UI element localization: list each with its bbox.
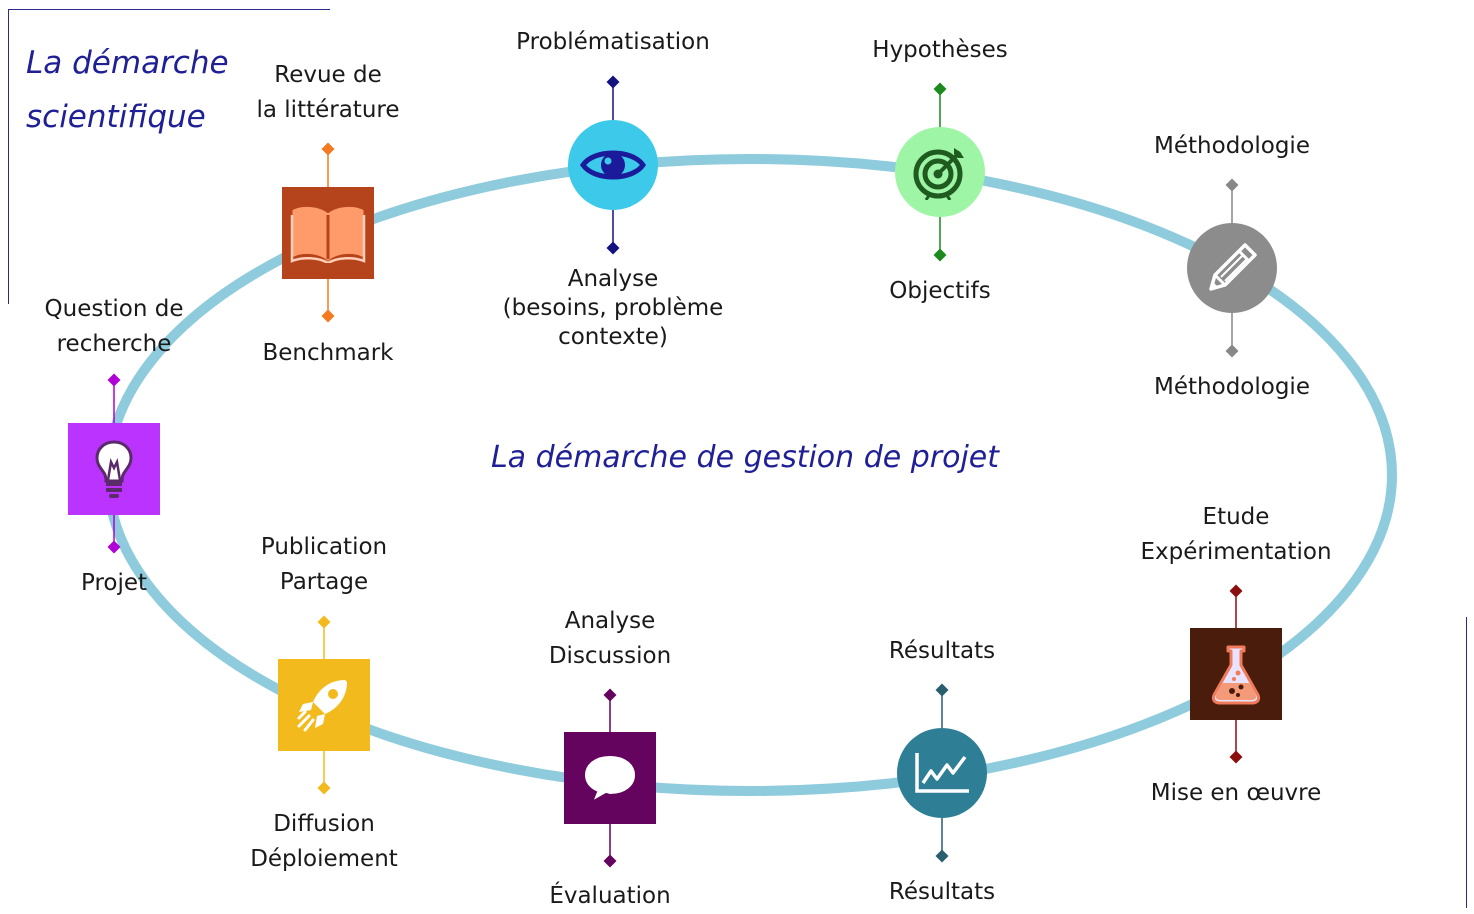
publication-node [278,659,370,751]
hypotheses-bottom-diamond [933,248,947,262]
problematisation-bottom-diamond [606,241,620,255]
resultats-node [897,728,987,818]
target-icon [912,144,968,200]
resultats-bottom-label-line: Résultats [888,879,996,905]
etude-bottom-label: Mise en œuvre [1151,776,1322,811]
flask-icon [1208,643,1264,705]
rocket-icon [295,676,353,734]
revue-top-label: Revue de la littérature [256,58,399,128]
frame-left-edge [8,9,9,304]
etude-top-label-line: Etude [1202,504,1270,530]
methodologie-bottom-label-line: Méthodologie [1154,374,1310,400]
hypotheses-top-diamond [933,82,947,96]
revue-node [282,187,374,279]
projet-top-label: Question de recherche [45,292,184,362]
analyse-top-diamond [603,688,617,702]
title-line-2: scientifique [26,99,206,135]
methodologie-node [1187,223,1277,313]
problematisation-top-label-line: Problématisation [516,29,710,55]
revue-top-label-line: Revue de [274,62,382,88]
title-line-1: La démarche [26,45,229,81]
diagram-title: La démarche scientifique [26,36,326,144]
revue-bottom-label-line: Benchmark [262,340,394,366]
publication-bottom-label-line: Diffusion [273,811,375,837]
revue-bottom-diamond [321,309,335,323]
methodologie-top-diamond [1225,178,1239,192]
projet-node [68,423,160,515]
problematisation-bottom-label: Analyse (besoins, problème contexte) [503,265,724,352]
etude-top-label-line: Expérimentation [1140,539,1332,565]
analyse-bottom-diamond [603,854,617,868]
resultats-bottom-label: Résultats [889,875,995,910]
publication-top-label-line: Publication [260,534,388,560]
methodologie-top-label-line: Méthodologie [1154,133,1310,159]
etude-bottom-label-line: Mise en œuvre [1150,780,1322,806]
methodologie-bottom-label: Méthodologie [1154,370,1310,405]
revue-top-label-line: la littérature [256,97,400,123]
analyse-bottom-label: Évaluation [549,879,670,914]
lightbulb-icon [91,438,137,500]
resultats-top-diamond [935,683,949,697]
publication-bottom-diamond [317,781,331,795]
line-chart-icon [913,751,971,795]
methodologie-bottom-diamond [1225,344,1239,358]
projet-top-label-line: Question de [44,296,184,322]
projet-top-label-line: recherche [56,331,172,357]
resultats-top-label-line: Résultats [888,638,996,664]
analyse-node [564,732,656,824]
etude-top-diamond [1229,584,1243,598]
projet-top-diamond [107,373,121,387]
open-book-icon [290,203,366,263]
speech-bubble-icon [580,751,640,805]
analyse-bottom-label-line: Évaluation [549,883,671,909]
problematisation-top-diamond [606,75,620,89]
methodologie-top-label: Méthodologie [1154,129,1310,164]
projet-bottom-label-line: Projet [80,570,148,596]
problematisation-bottom-label-line: (besoins, problème [502,295,724,321]
publication-top-label-line: Partage [279,569,369,595]
revue-top-diamond [321,142,335,156]
eye-icon [580,145,646,185]
resultats-top-label: Résultats [889,634,995,669]
publication-top-diamond [317,615,331,629]
frame-top-left-edge [8,9,330,10]
hypotheses-top-label: Hypothèses [872,33,1007,68]
resultats-bottom-diamond [935,849,949,863]
problematisation-node [568,120,658,210]
projet-bottom-diamond [107,540,121,554]
problematisation-bottom-label-line: contexte) [558,324,668,350]
center-label: La démarche de gestion de projet [490,440,1000,475]
analyse-top-label-line: Discussion [548,643,672,669]
hypotheses-node [895,127,985,217]
etude-bottom-diamond [1229,750,1243,764]
hypotheses-bottom-label: Objectifs [889,274,990,309]
analyse-top-label-line: Analyse [564,608,656,634]
problematisation-bottom-label-line: Analyse [567,266,659,292]
publication-bottom-label-line: Déploiement [250,846,398,872]
hypotheses-bottom-label-line: Objectifs [889,278,991,304]
pencil-icon [1203,239,1261,297]
problematisation-top-label: Problématisation [516,25,710,60]
hypotheses-top-label-line: Hypothèses [872,37,1008,63]
revue-bottom-label: Benchmark [262,336,393,371]
etude-node [1190,628,1282,720]
projet-bottom-label: Projet [81,566,147,601]
frame-right-edge [1466,617,1467,908]
